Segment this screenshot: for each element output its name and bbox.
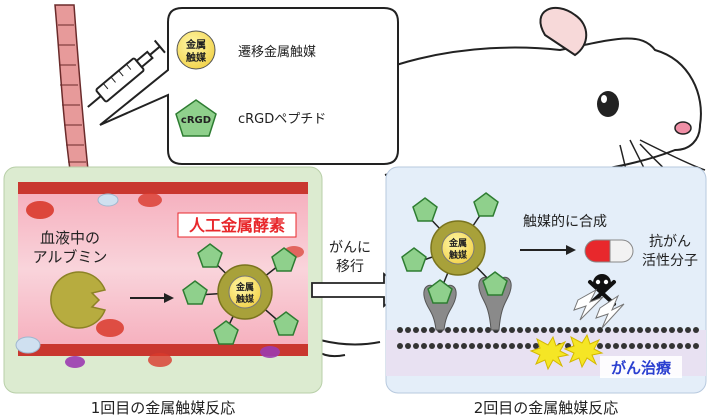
transfer-label-2: 移行 <box>336 259 364 275</box>
mouse-tail <box>54 4 89 171</box>
peptide-icon <box>482 271 508 296</box>
peptide-icon <box>473 192 499 217</box>
drug-label-2: 活性分子 <box>642 253 698 269</box>
peptide-icon <box>182 280 208 305</box>
enzyme-label: 人工金属酵素 <box>189 216 285 235</box>
peptide-icon <box>427 279 453 304</box>
drug-label-1: 抗がん <box>649 234 691 250</box>
right-panel-caption: 2回目の金属触媒反応 <box>474 399 619 417</box>
transfer-label-1: がんに <box>329 240 371 256</box>
right-panel: 金属 触媒 触媒的に合成 抗がん 活性分子 <box>385 166 707 394</box>
lightning-icon <box>573 288 604 321</box>
legend-peptide-icon <box>175 99 217 137</box>
peptide-icon <box>271 247 297 272</box>
lightning-icon <box>595 294 625 329</box>
legend-catalyst-label: 遷移金属触媒 <box>238 44 316 60</box>
mouse-nose-icon <box>674 121 692 135</box>
peptide-icon <box>213 320 239 345</box>
legend-peptide-label: cRGDペプチド <box>238 112 326 127</box>
enzyme-catalyst-symbol-2: 触媒 <box>235 293 255 305</box>
left-panel: 血液中の アルブミン 人工金属酵素 金属 触媒 <box>3 166 323 394</box>
bound-catalyst-symbol-1: 金属 <box>448 237 467 249</box>
enzyme-catalyst-icon <box>228 275 262 309</box>
explosion-icon <box>529 335 570 371</box>
artificial-metalloenzyme: 金属 触媒 <box>182 243 299 345</box>
arrow-right-icon <box>566 245 576 255</box>
bound-catalyst-icon <box>441 231 475 265</box>
mouse-ear-icon <box>539 6 588 57</box>
left-panel-caption: 1回目の金属触媒反応 <box>91 399 236 417</box>
legend-catalyst-icon <box>176 30 216 70</box>
bound-catalyst-symbol-2: 触媒 <box>448 249 468 261</box>
peptide-icon <box>197 243 223 268</box>
transfer-arrow: がんに 移行 <box>311 240 406 308</box>
arrow-right-icon <box>164 293 174 303</box>
peptide-icon <box>273 311 299 336</box>
enzyme-catalyst-symbol-1: 金属 <box>235 281 254 293</box>
peptide-icon <box>412 197 438 222</box>
legend-catalyst-symbol-2: 触媒 <box>185 51 207 64</box>
legend-peptide-symbol: cRGD <box>181 115 211 126</box>
legend-bubble: 金属 触媒 遷移金属触媒 cRGD cRGDペプチド <box>99 7 399 165</box>
therapy-label: がん治療 <box>611 359 672 377</box>
syringe-icon <box>87 39 166 108</box>
bound-metalloenzyme: 金属 触媒 <box>401 192 508 304</box>
albumin-label-2: アルブミン <box>33 248 108 266</box>
synthesis-label: 触媒的に合成 <box>523 214 607 230</box>
legend-catalyst-symbol-1: 金属 <box>185 38 206 51</box>
albumin-icon <box>50 271 107 329</box>
explosion-icon <box>563 333 604 369</box>
mouse-eye-icon <box>597 91 619 117</box>
peptide-icon <box>401 247 427 272</box>
albumin-label-1: 血液中の <box>40 229 100 247</box>
capsule-icon <box>584 239 634 263</box>
